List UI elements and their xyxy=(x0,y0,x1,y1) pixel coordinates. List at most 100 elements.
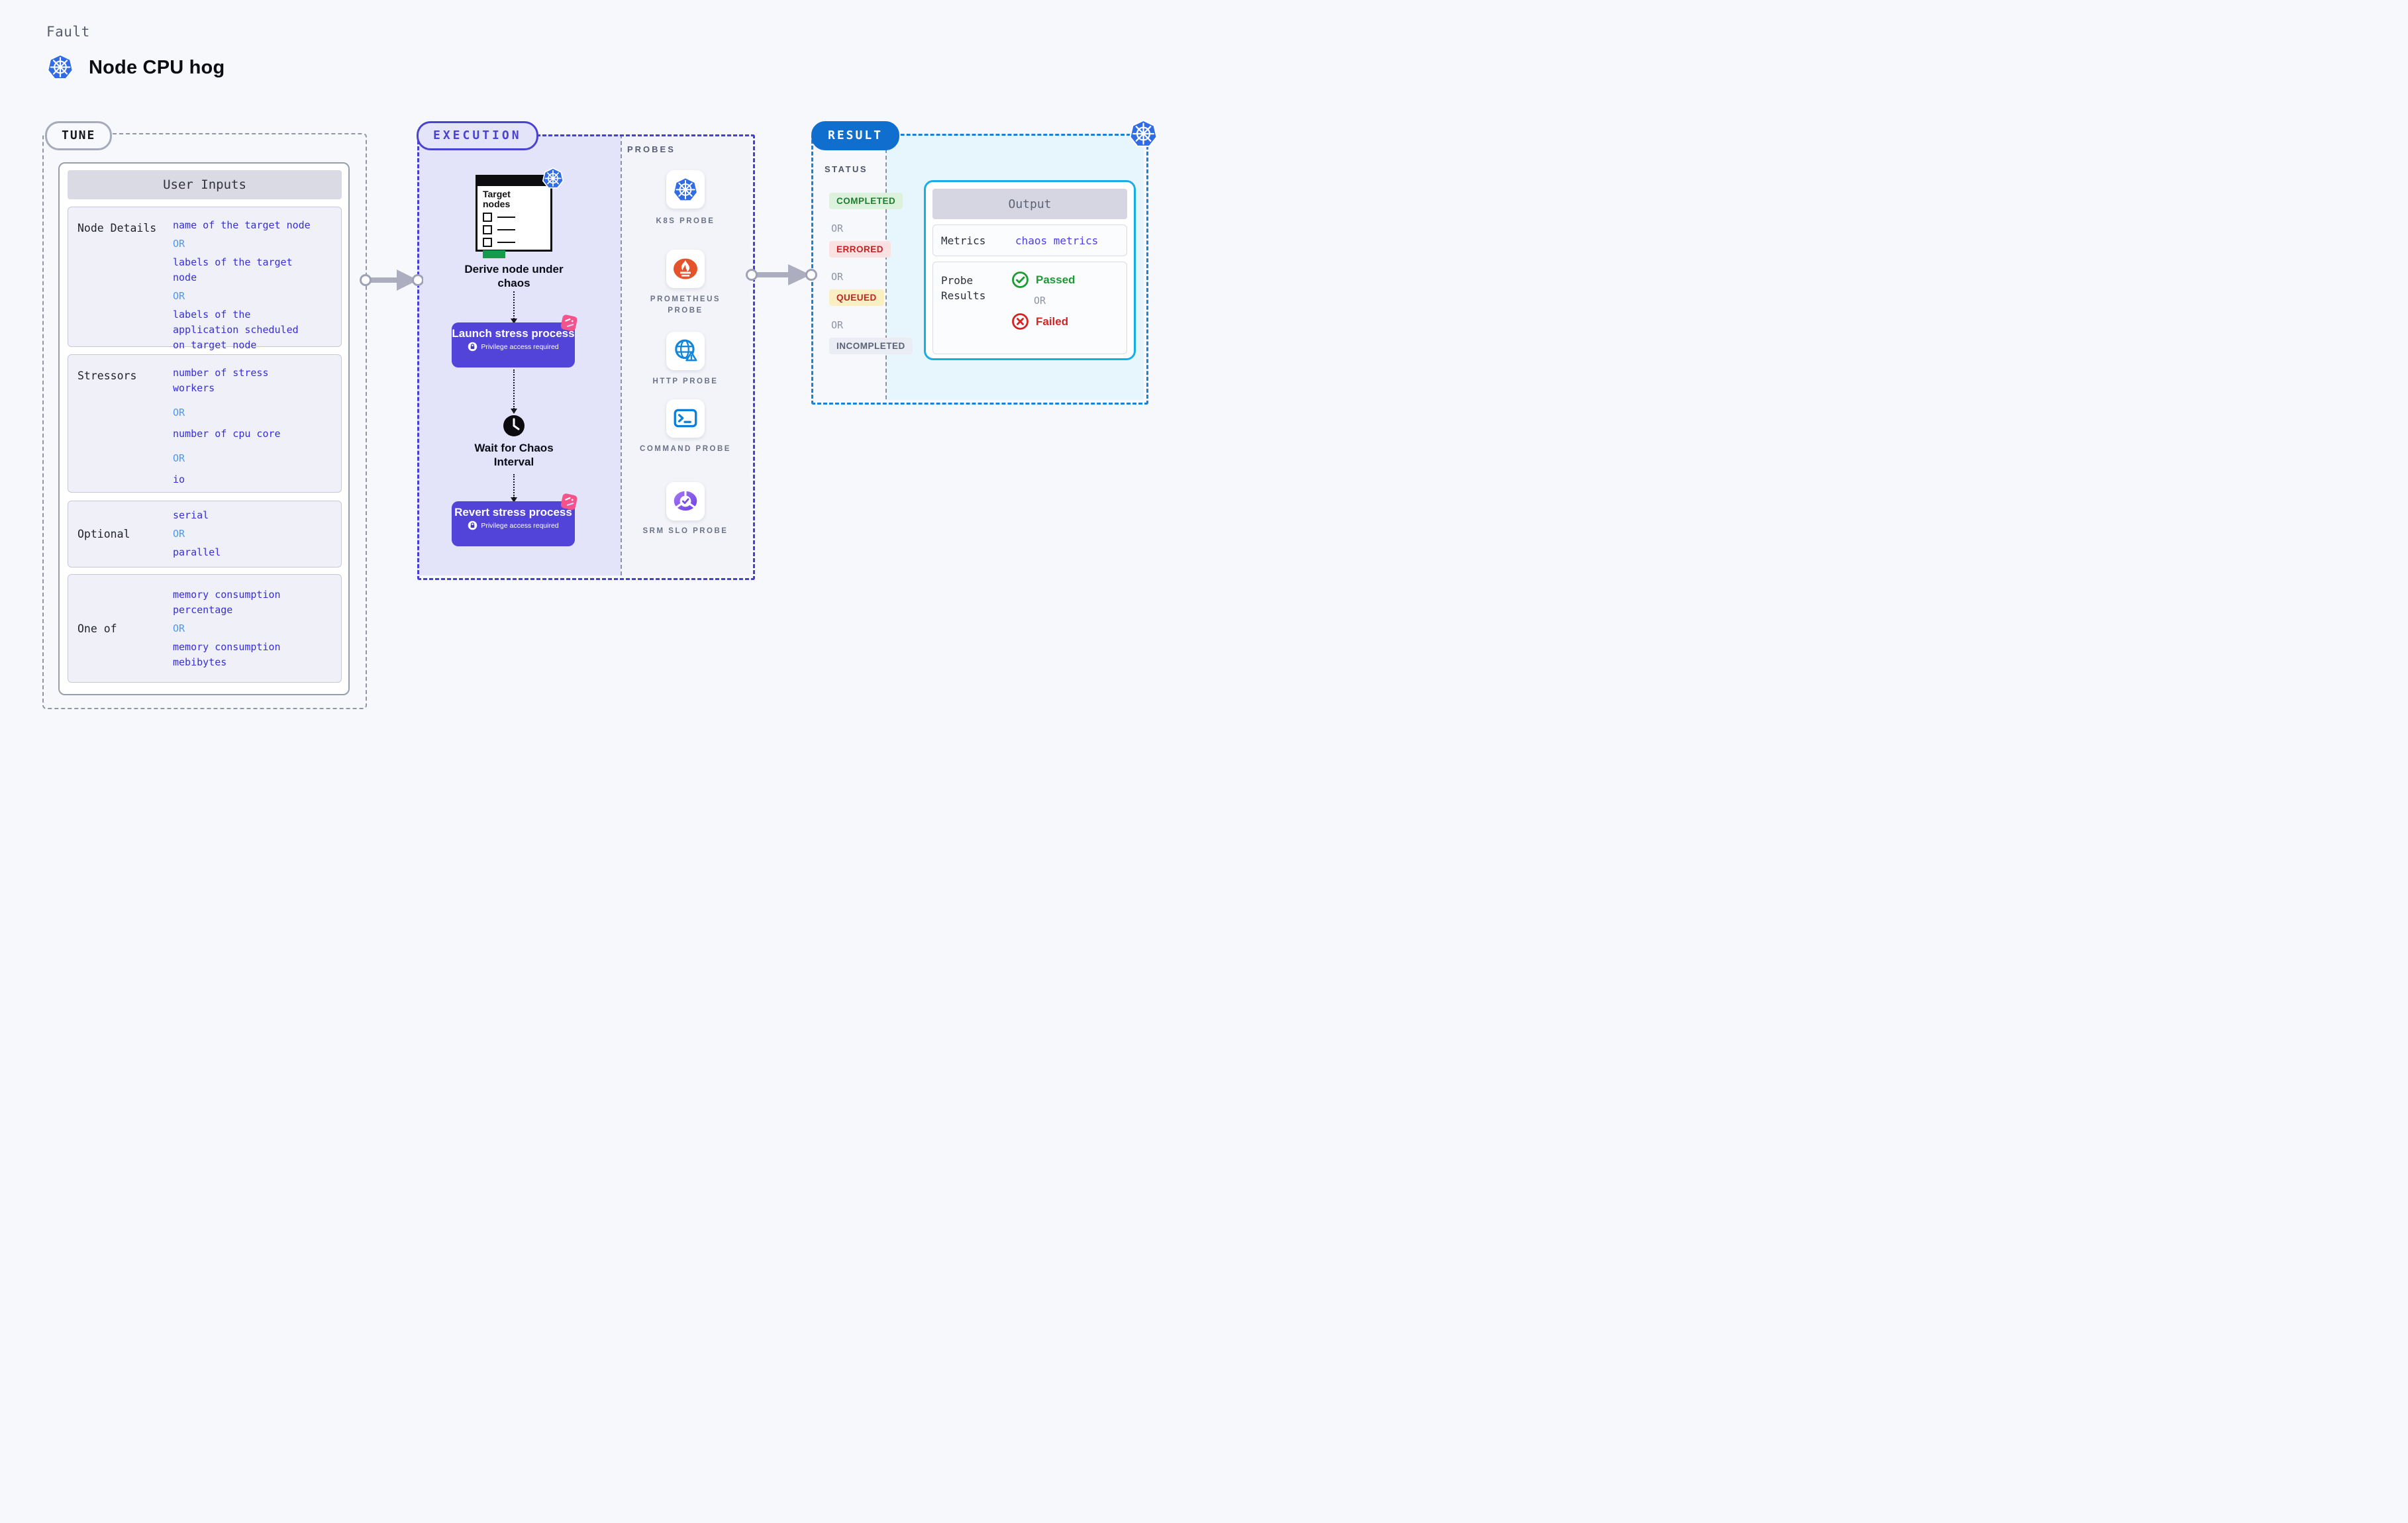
status-title: STATUS xyxy=(825,164,868,174)
terminal-icon xyxy=(674,409,697,428)
or-separator: OR xyxy=(831,222,844,234)
table-row: Node Details name of the target node OR … xyxy=(68,207,342,351)
chaos-pink-icon xyxy=(560,493,577,511)
row-value: labels of the target node xyxy=(173,256,293,283)
row-value: memory consumption mebibytes xyxy=(173,640,281,668)
line-placeholder xyxy=(497,228,515,231)
probe-label: K8S PROBE xyxy=(656,217,715,225)
row-value: parallel xyxy=(173,546,221,558)
kubernetes-icon xyxy=(46,53,74,81)
output-card: Output Metrics chaos metrics Probe Resul… xyxy=(924,180,1136,360)
node-list-item xyxy=(483,213,545,222)
status-badge-queued: QUEUED xyxy=(829,289,884,306)
slo-gauge-icon xyxy=(674,490,697,511)
probe-label: COMMAND PROBE xyxy=(640,445,731,453)
launch-stress-process-step: Launch stress process Privilege access r… xyxy=(452,322,575,368)
revert-stress-process-step: Revert stress process Privilege access r… xyxy=(452,501,575,546)
or-separator: OR xyxy=(173,238,185,250)
clock-icon xyxy=(503,415,525,436)
row-label: Node Details xyxy=(77,222,157,234)
flow-arrow-down xyxy=(510,474,517,503)
fault-kicker: Fault xyxy=(46,24,90,40)
prometheus-icon xyxy=(674,258,697,279)
failed-label: Failed xyxy=(1036,315,1069,328)
lock-icon xyxy=(468,342,477,352)
row-value: serial xyxy=(173,509,209,521)
metrics-row: Metrics chaos metrics xyxy=(932,224,1127,256)
metrics-label: Metrics xyxy=(941,234,986,247)
step-label: Revert stress process xyxy=(454,506,572,518)
table-row: Optional serial OR parallel xyxy=(68,501,342,567)
flow-arrow-down xyxy=(510,369,517,414)
or-separator: OR xyxy=(831,271,844,283)
node-list-item xyxy=(483,225,545,234)
probe-command xyxy=(666,399,705,438)
tune-section xyxy=(42,133,367,709)
row-value: name of the target node xyxy=(173,219,311,231)
or-separator: OR xyxy=(173,528,185,540)
probe-label: PROMETHEUS PROBE xyxy=(650,295,721,315)
x-circle-icon xyxy=(1012,313,1028,330)
target-nodes-title: Target nodes xyxy=(483,189,511,209)
row-value: io xyxy=(173,473,185,485)
or-separator: OR xyxy=(173,622,185,634)
privilege-note: Privilege access required xyxy=(481,342,559,351)
kubernetes-icon xyxy=(1129,119,1158,148)
flow-arrow-down xyxy=(510,291,517,324)
probe-srm-slo xyxy=(666,482,705,520)
line-placeholder xyxy=(497,216,515,219)
row-label: One of xyxy=(77,622,117,635)
step-derive-label: Derive node under chaos xyxy=(464,263,564,289)
checkbox-icon xyxy=(483,238,492,247)
status-badge-incompleted: INCOMPLETED xyxy=(829,338,913,354)
execution-section xyxy=(417,134,755,580)
or-separator: OR xyxy=(1034,295,1046,307)
output-header: Output xyxy=(932,189,1127,219)
checkbox-icon xyxy=(483,225,492,234)
checkbox-icon xyxy=(483,213,492,222)
row-label: Optional xyxy=(77,528,130,540)
probe-k8s xyxy=(666,170,705,209)
probe-label: HTTP PROBE xyxy=(652,377,719,385)
table-row: Stressors number of stress workers OR nu… xyxy=(68,354,342,493)
target-nodes-card: Target nodes xyxy=(476,175,552,258)
green-button-placeholder xyxy=(483,250,505,258)
user-inputs-header: User Inputs xyxy=(68,170,342,199)
passed-label: Passed xyxy=(1036,273,1076,286)
http-globe-icon xyxy=(675,339,697,362)
probe-http xyxy=(666,332,705,370)
status-output-divider xyxy=(885,136,887,399)
fault-diagram: Fault Node CPU hog TUNE User Inputs Node… xyxy=(0,0,1204,762)
check-circle-icon xyxy=(1012,271,1028,288)
or-separator: OR xyxy=(173,452,185,464)
status-badge-errored: ERRORED xyxy=(829,241,891,258)
probe-results-label: Probe Results xyxy=(941,274,986,302)
node-list-item xyxy=(483,238,545,247)
result-badge: RESULT xyxy=(811,121,900,150)
step-wait-label: Wait for Chaos Interval xyxy=(474,442,554,468)
line-placeholder xyxy=(497,241,515,244)
privilege-note: Privilege access required xyxy=(481,521,559,530)
row-value: number of cpu core xyxy=(173,428,281,440)
row-value: number of stress workers xyxy=(173,367,269,394)
probe-results-row: Probe Results Passed OR Faile xyxy=(932,262,1127,354)
or-separator: OR xyxy=(173,407,185,418)
row-value: labels of the application scheduled on t… xyxy=(173,309,299,351)
probe-prometheus xyxy=(666,250,705,288)
probes-title: PROBES xyxy=(627,144,676,154)
lock-icon xyxy=(468,520,477,530)
table-row: One of memory consumption percentage OR … xyxy=(68,574,342,683)
status-badge-completed: COMPLETED xyxy=(829,193,903,209)
page-title: Node CPU hog xyxy=(89,57,225,78)
kubernetes-icon xyxy=(542,167,564,189)
chaos-pink-icon xyxy=(560,315,577,332)
or-separator: OR xyxy=(173,290,185,302)
step-label: Launch stress process xyxy=(452,327,575,340)
card-titlebar xyxy=(477,177,550,186)
row-value: memory consumption percentage xyxy=(173,588,281,616)
kubernetes-icon xyxy=(672,176,699,203)
metrics-value: chaos metrics xyxy=(1015,234,1099,247)
execution-badge: EXECUTION xyxy=(417,121,538,150)
or-separator: OR xyxy=(831,319,844,331)
tune-badge: TUNE xyxy=(45,121,113,150)
